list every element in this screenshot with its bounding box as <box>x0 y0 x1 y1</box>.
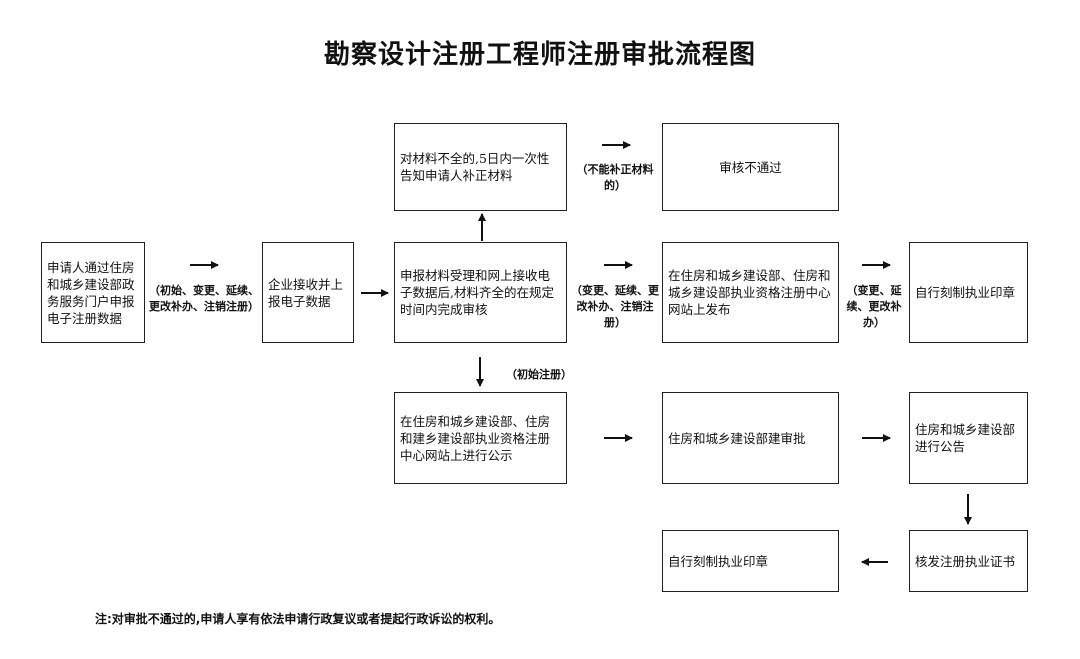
ministry-announcement-text: 住房和城乡建设部进行公告 <box>915 422 1016 454</box>
incomplete-notice-box: 对材料不全的,5日内一次性告知申请人补正材料 <box>394 123 567 211</box>
self-seal-top-text: 自行刻制执业印章 <box>915 285 1016 300</box>
self-seal-top-box: 自行刻制执业印章 <box>909 242 1028 343</box>
note-cannot-correct: （不能补正材料的） <box>576 163 654 192</box>
issue-certificate-box: 核发注册执业证书 <box>909 530 1028 592</box>
ministry-announcement-box: 住房和城乡建设部进行公告 <box>909 392 1028 484</box>
public-notice-box: 在住房和城乡建设部、住房和建乡建设部执业资格注册中心网站上进行公示 <box>394 392 567 484</box>
publish-website-box: 在住房和城乡建设部、住房和城乡建设部执业资格注册中心网站上发布 <box>662 242 839 343</box>
note-change-renew-reissue: （变更、延续、更改补办） <box>846 284 902 329</box>
accept-review-text: 申报材料受理和网上接收电子数据后,材料齐全的在规定时间内完成审核 <box>400 268 554 317</box>
applicant-submit-box: 申请人通过住房和城乡建设部政务服务门户申报电子注册数据 <box>41 242 145 343</box>
review-failed-box: 审核不通过 <box>662 123 839 211</box>
ministry-approval-box: 住房和城乡建设部建审批 <box>662 392 839 484</box>
note-initial-change-cancel: （初始、变更、延续、更改补办、注销注册） <box>149 284 259 313</box>
review-failed-text: 审核不通过 <box>719 159 782 175</box>
footer-note: 注:对审批不通过的,申请人享有依法申请行政复议或者提起行政诉讼的权利。 <box>95 612 501 626</box>
public-notice-text: 在住房和城乡建设部、住房和建乡建设部执业资格注册中心网站上进行公示 <box>400 413 551 463</box>
issue-certificate-text: 核发注册执业证书 <box>915 553 1016 569</box>
ministry-approval-text: 住房和城乡建设部建审批 <box>668 430 806 446</box>
enterprise-receive-box: 企业接收并上报电子数据 <box>262 242 354 343</box>
enterprise-receive-text: 企业接收并上报电子数据 <box>268 276 344 309</box>
publish-website-text: 在住房和城乡建设部、住房和城乡建设部执业资格注册中心网站上发布 <box>668 268 831 317</box>
self-seal-bottom-box: 自行刻制执业印章 <box>662 530 839 592</box>
note-initial-registration: （初始注册） <box>506 368 572 381</box>
applicant-submit-text: 申请人通过住房和城乡建设部政务服务门户申报电子注册数据 <box>47 259 135 326</box>
accept-review-box: 申报材料受理和网上接收电子数据后,材料齐全的在规定时间内完成审核 <box>394 242 567 343</box>
note-change-renew-cancel: （变更、延续、更改补办、注销注册） <box>571 284 659 329</box>
self-seal-bottom-text: 自行刻制执业印章 <box>668 553 769 569</box>
page-title: 勘察设计注册工程师注册审批流程图 <box>323 40 756 70</box>
incomplete-notice-text: 对材料不全的,5日内一次性告知申请人补正材料 <box>400 151 550 183</box>
